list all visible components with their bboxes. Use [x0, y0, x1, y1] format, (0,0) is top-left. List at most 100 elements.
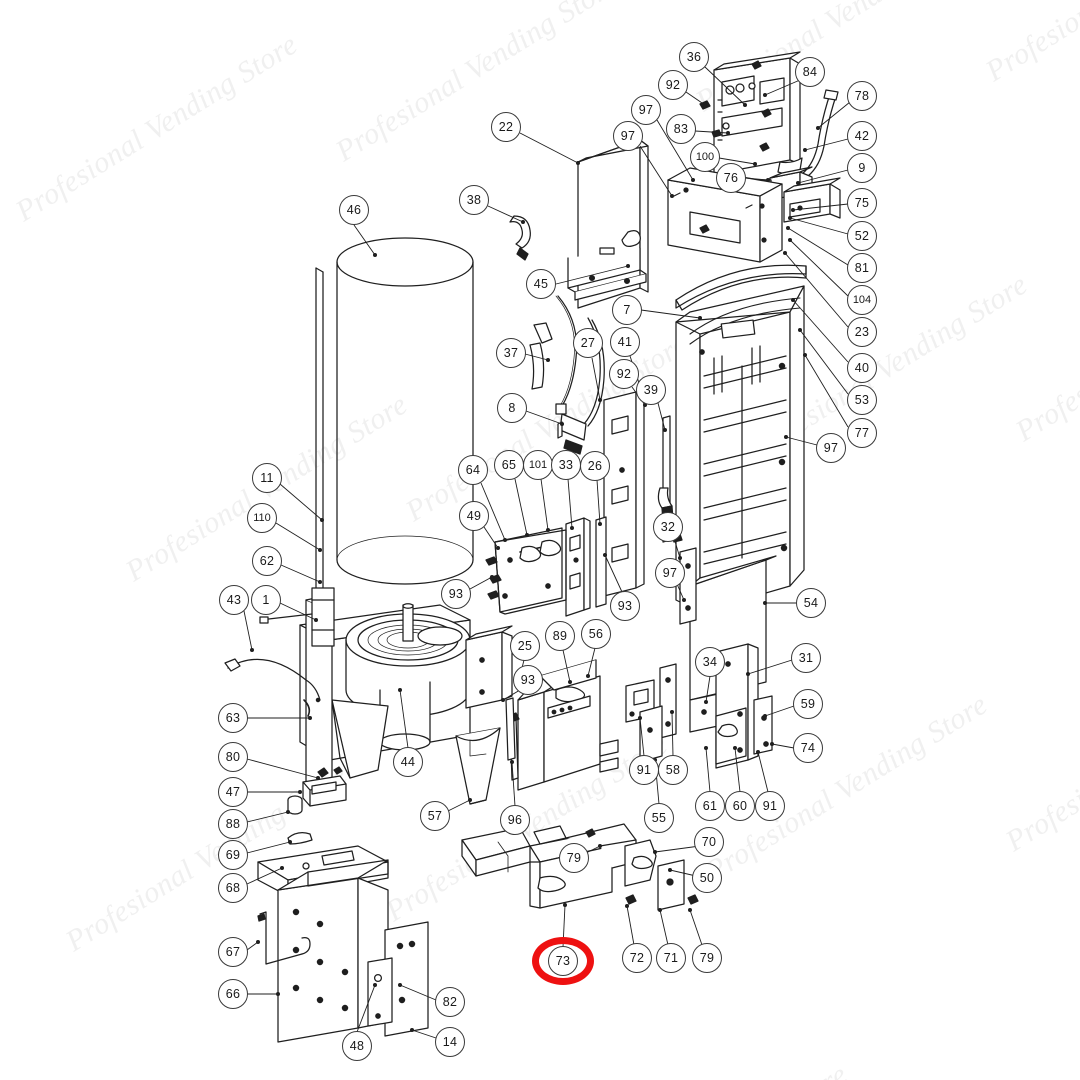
- part-callout-1[interactable]: 1: [251, 585, 281, 615]
- part-callout-79[interactable]: 79: [559, 843, 589, 873]
- callout-leader: [734, 747, 741, 793]
- part-callout-96[interactable]: 96: [500, 805, 530, 835]
- part-callout-73[interactable]: 73: [548, 946, 578, 976]
- callout-leader: [275, 522, 321, 551]
- part-callout-43[interactable]: 43: [219, 585, 249, 615]
- part-callout-65[interactable]: 65: [494, 450, 524, 480]
- callout-leader: [817, 101, 851, 129]
- part-callout-55[interactable]: 55: [644, 803, 674, 833]
- part-callout-37[interactable]: 37: [496, 338, 526, 368]
- part-callout-82[interactable]: 82: [435, 987, 465, 1017]
- part-callout-32[interactable]: 32: [653, 512, 683, 542]
- part-callout-100[interactable]: 100: [690, 142, 720, 172]
- part-callout-80[interactable]: 80: [218, 742, 248, 772]
- callout-arrow-tip: [625, 904, 629, 908]
- callout-arrow-tip: [563, 903, 567, 907]
- callout-arrow-tip: [501, 698, 505, 702]
- part-callout-59[interactable]: 59: [793, 689, 823, 719]
- callout-leader: [764, 79, 801, 96]
- part-callout-23[interactable]: 23: [847, 317, 877, 347]
- part-callout-97[interactable]: 97: [613, 121, 643, 151]
- callout-leader: [704, 66, 746, 106]
- part-callout-77[interactable]: 77: [847, 418, 877, 448]
- callout-arrow-tip: [496, 546, 500, 550]
- part-callout-60[interactable]: 60: [725, 791, 755, 821]
- part-callout-78[interactable]: 78: [847, 81, 877, 111]
- part-callout-62[interactable]: 62: [252, 546, 282, 576]
- part-callout-38[interactable]: 38: [459, 185, 489, 215]
- part-callout-93[interactable]: 93: [441, 579, 471, 609]
- part-callout-61[interactable]: 61: [695, 791, 725, 821]
- part-callout-101[interactable]: 101: [523, 450, 553, 480]
- part-callout-83[interactable]: 83: [666, 114, 696, 144]
- part-callout-91[interactable]: 91: [629, 755, 659, 785]
- part-callout-92[interactable]: 92: [609, 359, 639, 389]
- part-callout-63[interactable]: 63: [218, 703, 248, 733]
- callout-arrow-tip: [373, 253, 377, 257]
- part-callout-66[interactable]: 66: [218, 979, 248, 1009]
- part-callout-11[interactable]: 11: [252, 463, 282, 493]
- part-lock-plates: [715, 695, 773, 765]
- part-callout-25[interactable]: 25: [510, 631, 540, 661]
- part-callout-8[interactable]: 8: [497, 393, 527, 423]
- part-callout-81[interactable]: 81: [847, 253, 877, 283]
- part-callout-89[interactable]: 89: [545, 621, 575, 651]
- callout-leader: [694, 130, 729, 134]
- part-callout-72[interactable]: 72: [622, 943, 652, 973]
- part-callout-44[interactable]: 44: [393, 747, 423, 777]
- part-callout-93[interactable]: 93: [610, 591, 640, 621]
- part-callout-69[interactable]: 69: [218, 840, 248, 870]
- part-callout-97[interactable]: 97: [631, 95, 661, 125]
- part-callout-48[interactable]: 48: [342, 1031, 372, 1061]
- part-callout-46[interactable]: 46: [339, 195, 369, 225]
- part-callout-75[interactable]: 75: [847, 188, 877, 218]
- part-callout-14[interactable]: 14: [435, 1027, 465, 1057]
- part-callout-9[interactable]: 9: [847, 153, 877, 183]
- part-callout-31[interactable]: 31: [791, 643, 821, 673]
- part-callout-42[interactable]: 42: [847, 121, 877, 151]
- part-callout-92[interactable]: 92: [658, 70, 688, 100]
- part-callout-49[interactable]: 49: [459, 501, 489, 531]
- part-callout-58[interactable]: 58: [658, 755, 688, 785]
- callout-arrow-tip: [373, 983, 377, 987]
- part-callout-70[interactable]: 70: [694, 827, 724, 857]
- part-callout-54[interactable]: 54: [796, 588, 826, 618]
- part-callout-68[interactable]: 68: [218, 873, 248, 903]
- part-callout-22[interactable]: 22: [491, 112, 521, 142]
- part-callout-110[interactable]: 110: [247, 503, 277, 533]
- part-callout-47[interactable]: 47: [218, 777, 248, 807]
- part-callout-56[interactable]: 56: [581, 619, 611, 649]
- part-callout-53[interactable]: 53: [847, 385, 877, 415]
- part-callout-52[interactable]: 52: [847, 221, 877, 251]
- callout-arrow-tip: [586, 674, 590, 678]
- part-callout-74[interactable]: 74: [793, 733, 823, 763]
- part-callout-45[interactable]: 45: [526, 269, 556, 299]
- callout-leader: [356, 984, 376, 1033]
- part-callout-64[interactable]: 64: [458, 455, 488, 485]
- part-callout-88[interactable]: 88: [218, 809, 248, 839]
- part-callout-34[interactable]: 34: [695, 647, 725, 677]
- part-callout-91[interactable]: 91: [755, 791, 785, 821]
- part-callout-97[interactable]: 97: [655, 558, 685, 588]
- part-callout-67[interactable]: 67: [218, 937, 248, 967]
- part-callout-79[interactable]: 79: [692, 943, 722, 973]
- part-callout-93[interactable]: 93: [513, 665, 543, 695]
- part-flat-panel-22: [567, 139, 649, 309]
- part-callout-76[interactable]: 76: [716, 163, 746, 193]
- callout-leader: [771, 743, 795, 749]
- part-callout-26[interactable]: 26: [580, 451, 610, 481]
- part-callout-50[interactable]: 50: [692, 863, 722, 893]
- part-callout-40[interactable]: 40: [847, 353, 877, 383]
- part-callout-57[interactable]: 57: [420, 801, 450, 831]
- part-callout-104[interactable]: 104: [847, 285, 877, 315]
- part-callout-97[interactable]: 97: [816, 433, 846, 463]
- callout-leader: [514, 478, 528, 536]
- part-callout-27[interactable]: 27: [573, 328, 603, 358]
- part-callout-7[interactable]: 7: [612, 295, 642, 325]
- part-callout-39[interactable]: 39: [636, 375, 666, 405]
- part-callout-36[interactable]: 36: [679, 42, 709, 72]
- part-callout-84[interactable]: 84: [795, 57, 825, 87]
- part-callout-41[interactable]: 41: [610, 327, 640, 357]
- part-callout-71[interactable]: 71: [656, 943, 686, 973]
- part-callout-33[interactable]: 33: [551, 450, 581, 480]
